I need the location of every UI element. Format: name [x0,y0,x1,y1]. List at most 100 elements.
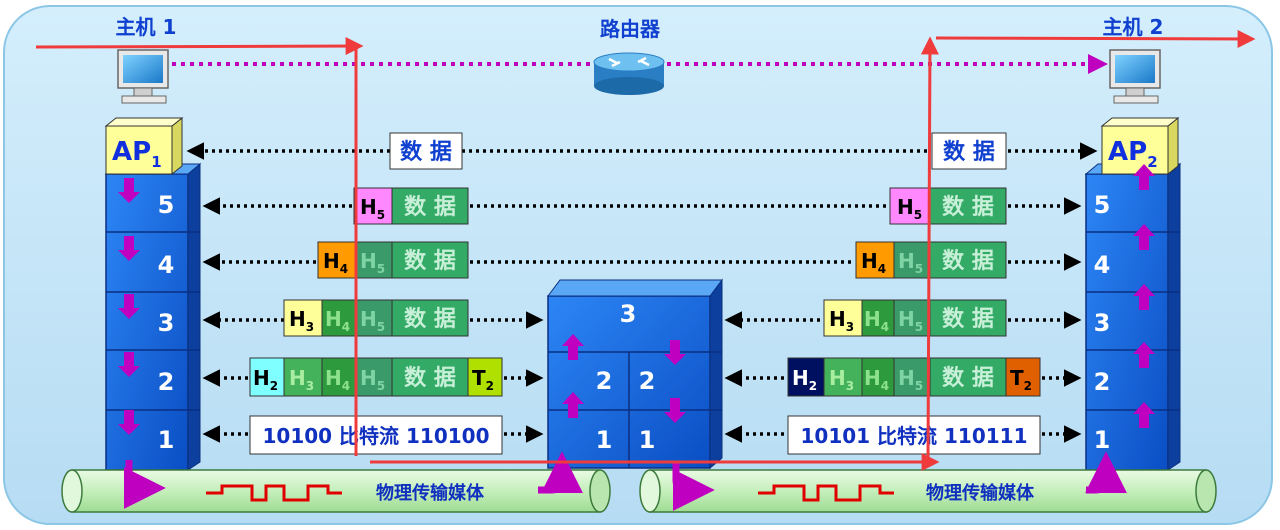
router-icon [593,52,665,95]
bitstream-right-box [787,415,1041,455]
bitstream-left-label: 10100 比特流 110100 [262,424,489,448]
left-protocol-stack [104,162,202,471]
pdu-l3-left-data [391,299,469,337]
pdu-l3-left-h4 [321,299,357,337]
pdu-l2-left-h4-label: H4 [325,366,350,393]
left-layer-1-label: 1 [158,426,175,454]
pdu-l4-left-data-label: 数 据 [404,248,456,274]
pdu-l4-right-h4 [855,241,895,279]
pdu-l2-right-h3-label: H3 [829,366,854,393]
pdu-l2-left-h3-label: H3 [289,366,314,393]
ap1-label: AP1 [112,137,162,171]
pdu-l2-left-h2-label: H2 [253,366,278,393]
pdu-l2-left-h2 [249,357,285,397]
right-layer-5-label: 5 [1094,191,1111,219]
pdu-l4-left-data [391,241,469,279]
right-layer-4-label: 4 [1094,251,1111,279]
pdu-l3-right-data-label: 数 据 [942,306,994,332]
pdu-l4-right-data-label: 数 据 [942,248,994,274]
bitstream-left-box [249,415,503,455]
pdu-l5-left-data-label: 数 据 [404,194,456,220]
pdu-l2-left-t2-label: T2 [472,366,494,393]
bitstream-right-label: 10101 比特流 110111 [800,424,1027,448]
pdu-l4-left-h4-label: H4 [323,249,348,276]
pdu-ap-left-data-label: 数 据 [400,139,452,165]
pdu-l3-right-h4 [861,299,895,337]
pdu-l3-left-h3-label: H3 [289,307,314,334]
pdu-l4-left-h4 [317,241,357,279]
left-layer-3-label: 3 [158,309,175,337]
router-right-layer-2-label: 2 [639,367,656,395]
pdu-l3-left-h5-label: H5 [360,307,385,334]
pdu-l3-left-data-label: 数 据 [404,306,456,332]
pdu-l4-right-h5 [893,241,931,279]
pdu-l2-right-h5 [893,357,931,397]
pdu-l3-right-h4-label: H4 [864,307,889,334]
pdu-l5-right-data [929,187,1007,225]
router-left-layer-1-label: 1 [596,426,613,454]
host1-computer-icon [117,49,169,104]
encapsulation-down-arrows [118,178,140,435]
peer-arrows [186,142,1098,443]
pdu-l4-left-h5-label: H5 [360,249,385,276]
pdu-l2-right-data-label: 数 据 [942,365,994,391]
left-layer-4-label: 4 [158,251,175,279]
right-medium-label: 物理传输媒体 [926,482,1035,504]
ap1-box [104,116,184,176]
pdu-l2-left-t2 [467,357,503,397]
pdu-l5-left-h5 [353,187,393,225]
right-layer-3-label: 3 [1094,309,1111,337]
right-layer-1-label: 1 [1094,426,1111,454]
left-layer-5-label: 5 [158,191,175,219]
right-protocol-stack [1084,162,1182,471]
router-flow-arrows [562,334,686,423]
pdu-l2-right-h4-label: H4 [864,366,889,393]
pdu-l3-right-h5-label: H5 [898,307,923,334]
pdu-l3-right-data [929,299,1007,337]
pdu-ap-right-data-label: 数 据 [943,139,995,165]
router-right-layer-1-label: 1 [639,426,656,454]
pdu-l2-right-h3 [823,357,863,397]
pdu-l4-left-h5 [355,241,393,279]
pdu-l3-right-h3 [823,299,863,337]
left-layer-2-label: 2 [158,368,175,396]
router-left-layer-2-label: 2 [596,367,613,395]
right-layer-2-label: 2 [1094,368,1111,396]
pdu-l5-right-h5 [889,187,931,225]
pdu-l5-left-data [391,187,469,225]
pdu-l2-right-data [929,357,1007,397]
router-layer-3-label: 3 [620,300,637,328]
pdu-l4-right-data [929,241,1007,279]
pdu-l2-right-h2-label: H2 [792,366,817,393]
left-signal-waveform [206,484,342,502]
pdu-l2-right-t2-label: T2 [1010,366,1032,393]
pdu-l3-right-h5 [893,299,931,337]
pdu-l2-right-t2 [1005,357,1041,397]
pdu-ap-left-data [389,132,463,170]
pdu-l5-right-h5-label: H5 [897,195,922,222]
medium-transfer-arrows [123,451,1127,511]
pdu-l2-right-h5-label: H5 [898,366,923,393]
pdu-l3-right-h3-label: H3 [829,307,854,334]
pdu-l2-left-data [391,357,469,397]
pdu-l2-left-h3 [283,357,323,397]
pdu-l2-left-data-label: 数 据 [404,365,456,391]
host1-label: 主机 1 [116,15,177,39]
ap2-label: AP2 [1108,137,1158,171]
pdu-l5-right-data-label: 数 据 [942,194,994,220]
right-signal-waveform [758,484,894,502]
data-flow-path [35,29,1256,471]
left-medium-label: 物理传输媒体 [376,482,485,504]
host2-computer-icon [1109,49,1161,104]
pdu-l2-left-h5-label: H5 [360,366,385,393]
pdu-l4-right-h4-label: H4 [861,249,886,276]
pdu-l5-left-h5-label: H5 [360,195,385,222]
host2-label: 主机 2 [1103,15,1164,39]
decapsulation-up-arrows [1133,164,1155,428]
router-label: 路由器 [600,17,661,41]
ap2-box [1100,116,1180,176]
pdu-l2-left-h5 [355,357,393,397]
pdu-l2-right-h2 [787,357,825,397]
pdu-l4-right-h5-label: H5 [898,249,923,276]
